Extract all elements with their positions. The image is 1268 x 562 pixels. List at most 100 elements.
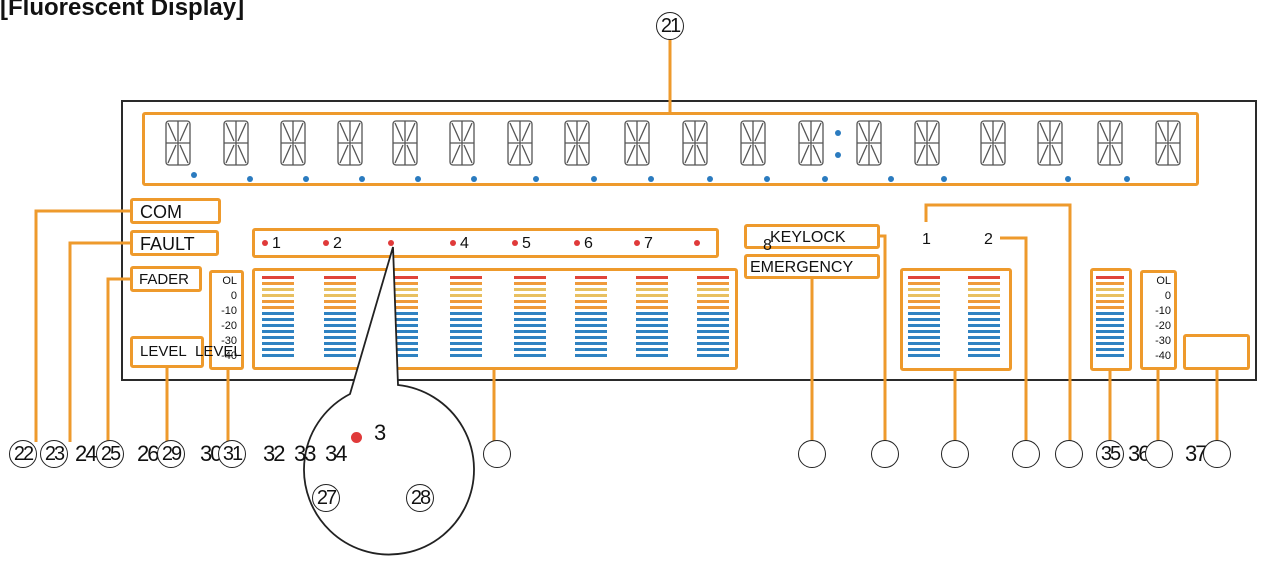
scale-tick: 0 [230,290,237,302]
scale-tick: OL [1156,275,1171,287]
display-dot [591,176,597,182]
output-label-2: 2 [984,231,993,248]
callout-26: 26 [137,441,160,466]
callout-blank-4 [941,440,969,468]
display-dot [835,130,841,136]
meter-segment [262,282,294,285]
scale-tick: -30 [1155,335,1171,347]
zoom-red-dot [351,432,362,443]
meter-segment [636,318,668,321]
meter-segment [968,282,1000,285]
meter-segment [1096,306,1124,309]
scale-box-left [209,270,244,370]
meter-segment [968,348,1000,351]
meter-segment [908,342,940,345]
meter-segment [697,312,729,315]
meter-segment [697,276,729,279]
display-dot [707,176,713,182]
meter-segment [575,276,607,279]
meter-segment [636,300,668,303]
meter-segment [636,306,668,309]
callout-35: 35 [1096,440,1124,468]
meter-segment [908,288,940,291]
meter-segment [450,294,482,297]
meter-segment [262,306,294,309]
callout-blank-6 [1055,440,1083,468]
scale-tick: -30 [221,335,237,347]
level-meter [697,276,729,360]
meter-segment [514,324,546,327]
meter-segment [386,336,418,339]
display-dot [1124,176,1130,182]
level-meter [324,276,356,360]
segment-digit [562,118,592,168]
meter-segment [1096,288,1124,291]
display-dot [303,176,309,182]
segment-digit [796,118,826,168]
meter-segment [324,300,356,303]
channel-label: 7 [644,235,653,252]
meter-segment [908,348,940,351]
meter-segment [968,342,1000,345]
meter-segment [636,324,668,327]
meter-segment [575,336,607,339]
meter-segment [968,336,1000,339]
segment-digit [163,118,193,168]
meter-segment [450,312,482,315]
callout-31: 31 [218,440,246,468]
meter-segment [636,288,668,291]
meter-segment [262,318,294,321]
meter-segment [636,330,668,333]
segment-digit [978,118,1008,168]
meter-segment [636,336,668,339]
segment-digit [221,118,251,168]
meter-segment [697,348,729,351]
meter-segment [262,342,294,345]
fader-box [130,266,202,292]
display-dot [648,176,654,182]
meter-segment [697,354,729,357]
meter-segment [262,330,294,333]
channel-label: 5 [522,235,531,252]
meter-segment [636,294,668,297]
callout-blank-2 [798,440,826,468]
segment-digit [335,118,365,168]
meter-segment [575,288,607,291]
com-label: COM [140,202,182,222]
callout-blank-1 [483,440,511,468]
meter-segment [1096,336,1124,339]
display-dot [941,176,947,182]
channel-label: 6 [584,235,593,252]
scale-tick: -20 [1155,320,1171,332]
channel-label: 4 [460,235,469,252]
meter-segment [386,342,418,345]
meter-segment [262,324,294,327]
meter-segment [450,318,482,321]
meter-segment [514,282,546,285]
meter-segment [697,336,729,339]
channel-dot [574,240,580,246]
level-meter [386,276,418,360]
meter-segment [514,354,546,357]
meter-segment [697,294,729,297]
meter-segment [575,330,607,333]
channel-dot [388,240,394,246]
meter-segment [575,318,607,321]
scale-box-right [1140,270,1177,370]
meter-segment [908,324,940,327]
meter-segment [386,324,418,327]
segment-digit [390,118,420,168]
level-meter [450,276,482,360]
meter-segment [968,288,1000,291]
page-title: [Fluorescent Display] [0,0,245,21]
meter-segment [324,294,356,297]
fault-label: FAULT [140,234,195,254]
segment-digit [738,118,768,168]
meter-segment [908,276,940,279]
meter-segment [386,282,418,285]
meter-segment [450,336,482,339]
meter-segment [386,348,418,351]
channel-dot [450,240,456,246]
display-panel [121,100,1257,381]
display-dot [533,176,539,182]
